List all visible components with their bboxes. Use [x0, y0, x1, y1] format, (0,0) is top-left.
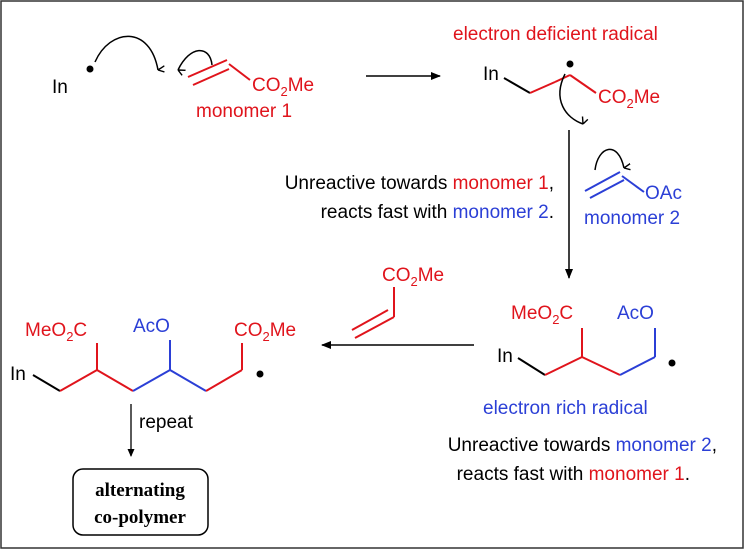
result-frame: [72, 468, 209, 536]
initiator-label: In: [483, 64, 499, 85]
ester-group: CO2Me: [382, 265, 444, 289]
chain-bond: [581, 356, 621, 376]
alkene-bond: [589, 179, 625, 199]
radical-dot: [86, 65, 94, 73]
step1-initiation: In CO2Me monomer 1: [52, 35, 314, 122]
chain-bond: [569, 74, 597, 94]
repeat-label: repeat: [139, 412, 194, 433]
chain-bond: [544, 356, 583, 376]
alkene-bond: [354, 316, 395, 339]
fishhook-arrow: [177, 49, 213, 70]
electron-rich-radical: MeO2C AcO In electron rich radical: [483, 303, 676, 419]
initiator-label: In: [52, 77, 68, 98]
alkene-bond: [351, 309, 389, 331]
chain-bond: [529, 81, 556, 94]
ester-group: MeO2C: [25, 320, 87, 344]
note1-line2: reacts fast with monomer 2.: [321, 202, 554, 223]
result-line2: co-polymer: [94, 507, 186, 528]
fishhook-arrow: [94, 35, 158, 70]
acetate-group: OAc: [645, 183, 682, 204]
note2-line2: reacts fast with monomer 1.: [457, 464, 690, 485]
ester-group: CO2Me: [234, 320, 296, 344]
chain-bond: [96, 369, 134, 392]
electron-deficient-radical: electron deficient radical In CO2Me: [453, 24, 660, 125]
alkene-bond: [584, 171, 621, 192]
acetate-bond: [621, 175, 645, 193]
note2-line1: Unreactive towards monomer 2,: [448, 435, 717, 456]
note-reactivity-2: Unreactive towards monomer 2, reacts fas…: [448, 435, 717, 485]
alkene-bond: [187, 59, 228, 78]
monomer1-label: monomer 1: [196, 101, 292, 122]
polymer-chain: MeO2C AcO CO2Me In: [10, 316, 296, 392]
chain-bond: [169, 369, 207, 392]
chain-bond: [132, 369, 171, 392]
acrylate-reagent: CO2Me: [351, 265, 444, 339]
radical1-title: electron deficient radical: [453, 24, 658, 45]
chain-bond: [503, 77, 531, 94]
acetate-group: AcO: [133, 316, 170, 337]
ester-group: CO2Me: [252, 75, 314, 99]
initiator-label: In: [10, 364, 26, 385]
initiator-label: In: [497, 346, 513, 367]
ester-group: MeO2C: [511, 303, 573, 327]
note1-line1: Unreactive towards monomer 1,: [285, 173, 554, 194]
monomer2-label: monomer 2: [584, 208, 680, 229]
monomer2: OAc monomer 2: [584, 148, 682, 229]
radical-dot: [256, 370, 264, 378]
ester-group: CO2Me: [598, 87, 660, 111]
chain-bond: [205, 369, 243, 392]
note-reactivity-1: Unreactive towards monomer 1, reacts fas…: [285, 173, 554, 223]
chain-bond: [32, 374, 61, 392]
chain-bond: [59, 369, 98, 392]
result-line1: alternating: [95, 480, 185, 501]
chain-bond: [517, 357, 546, 376]
acetate-group: AcO: [617, 303, 654, 324]
radical2-title: electron rich radical: [483, 398, 648, 419]
ester-bond: [228, 63, 251, 81]
fishhook-arrow: [559, 73, 583, 125]
radical-dot: [668, 359, 676, 367]
fishhook-arrow: [594, 148, 624, 170]
alkene-bond: [192, 68, 230, 86]
chain-bond: [619, 356, 656, 376]
result-box: alternating co-polymer: [72, 468, 209, 536]
radical-dot: [566, 60, 574, 68]
